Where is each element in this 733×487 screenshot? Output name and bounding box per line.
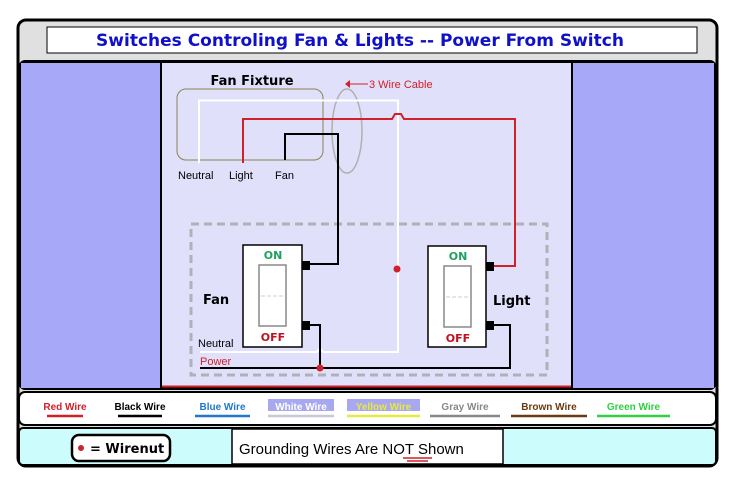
fan-fixture-box [176,88,324,161]
legend-label: Green Wire [607,402,661,413]
title-box [46,26,698,54]
legend-label: Brown Wire [521,402,577,413]
wirenut-icon [78,445,84,451]
fan-off-label: OFF [261,331,285,344]
legend-swatch-bg [268,399,334,411]
switch-box [189,222,549,377]
light-terminal-bottom [486,321,494,330]
grounding-note: Grounding Wires Are NOT Shown [239,441,464,458]
wire-legend: Red Wire Black Wire Blue Wire White Wire Yel… [43,399,670,418]
black-fan-feed [308,324,321,368]
fan-terminal-top [302,261,310,270]
legend-label: White Wire [275,402,327,413]
light-switch: ON OFF [427,245,494,348]
legend-label: Yellow Wire [356,402,412,413]
wirenut-icon [393,265,401,273]
light-on-label: ON [449,250,468,263]
white-neutral-wire [198,99,399,353]
fan-terminal-bottom [302,321,310,330]
light-switch-label: Light [493,294,531,309]
light-off-label: OFF [446,332,470,345]
wirenut-icon [316,364,324,372]
light-wire-label: Light [229,170,253,182]
black-power-wire [200,324,511,369]
fan-switch: ON OFF [242,244,310,348]
box-power-label: Power [200,356,232,368]
fan-wire-label: Fan [275,170,294,182]
page-title: Switches Controling Fan & Lights -- Powe… [96,31,624,51]
black-fan-wire [284,133,339,265]
fan-on-label: ON [264,249,283,262]
note-emphasis: NOT [382,441,414,458]
left-panel [21,63,160,388]
note-box [231,428,504,465]
legend-label: Red Wire [43,402,87,413]
legend-label: Black Wire [114,402,165,413]
fan-fixture-label: Fan Fixture [210,74,293,89]
fan-switch-label: Fan [203,293,229,308]
red-light-wire [242,113,516,267]
note-prefix: Grounding Wires Are [239,441,382,458]
wirenut-key [70,433,172,463]
box-neutral-label: Neutral [198,338,233,350]
legend-label: Gray Wire [441,402,489,413]
three-wire-cable [331,88,363,174]
arrow-icon [345,80,350,88]
legend-label: Blue Wire [199,402,245,413]
legend-swatch-bg [347,399,420,411]
right-panel [573,63,714,388]
neutral-wire-label: Neutral [178,170,213,182]
cable-label: 3 Wire Cable [369,79,433,91]
light-terminal-top [486,262,494,271]
note-suffix: Shown [414,441,464,458]
wirenut-label: = Wirenut [90,442,164,457]
